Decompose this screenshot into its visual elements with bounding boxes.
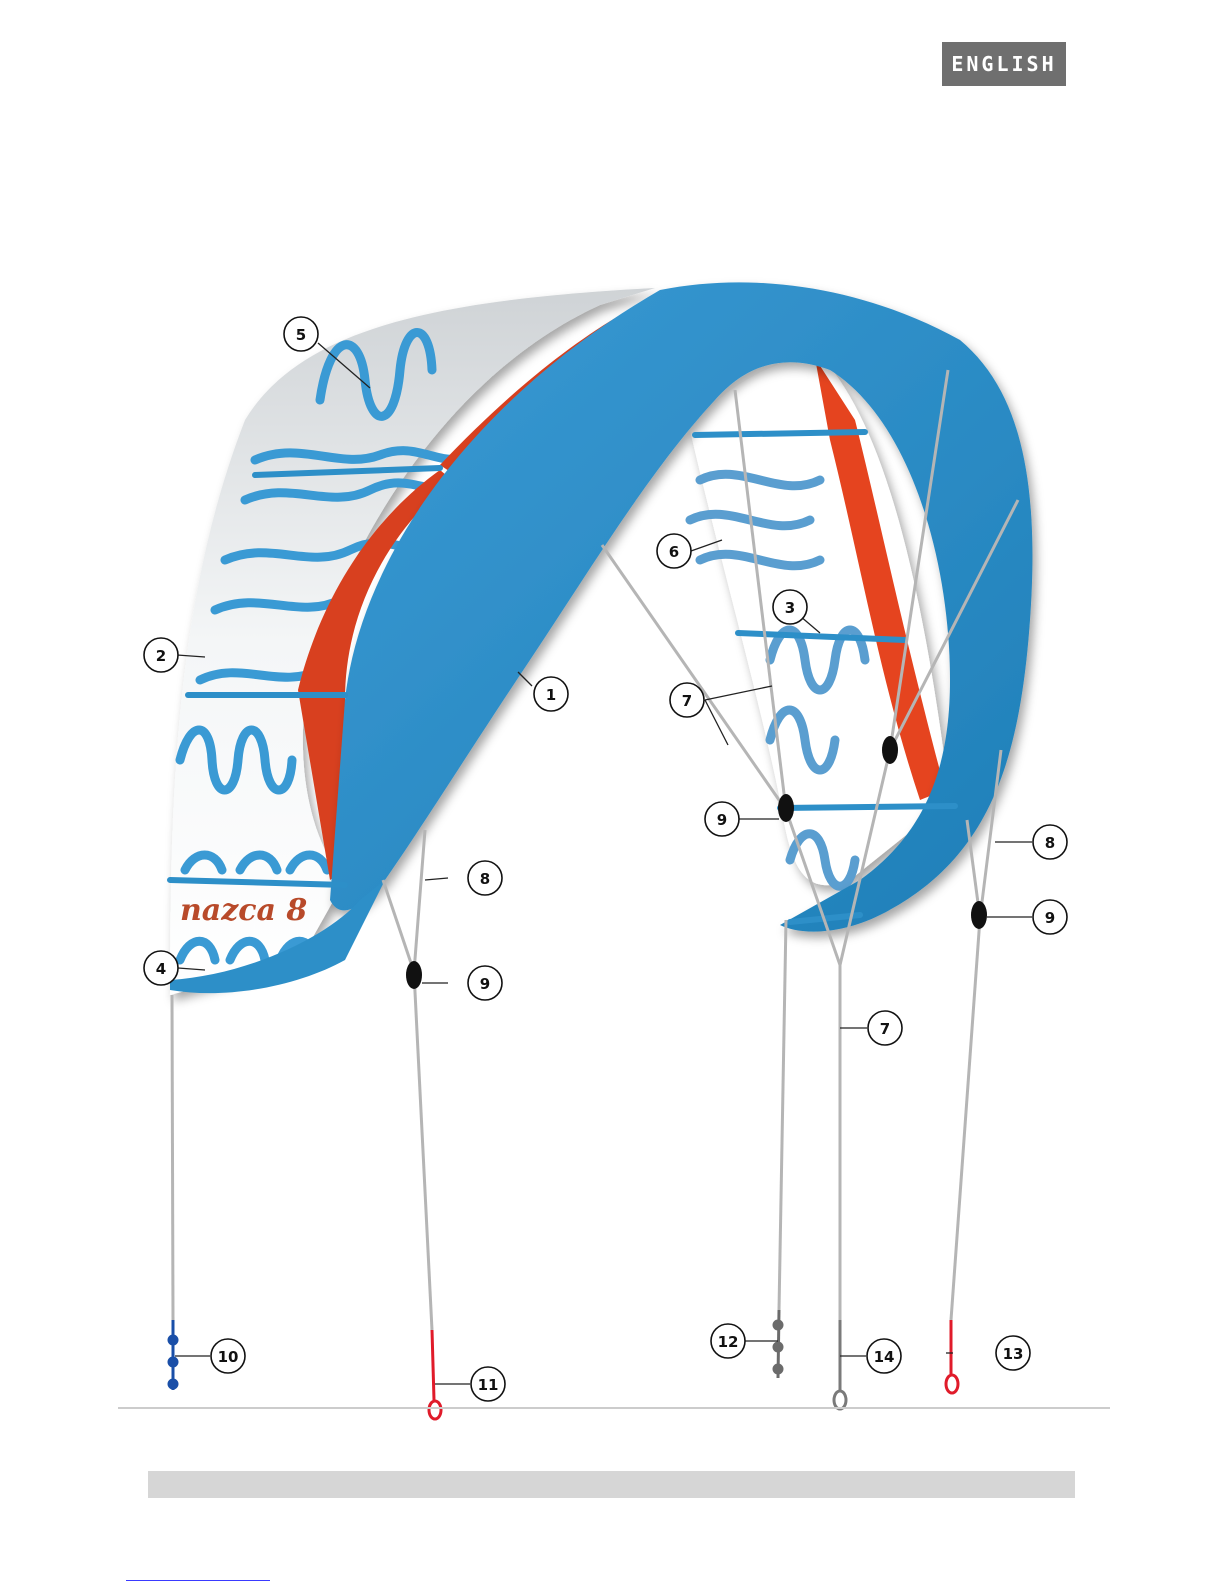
callout-5-label: 5: [296, 326, 306, 344]
pulley-left: [406, 961, 422, 989]
right-front-termination: [774, 1310, 782, 1378]
callout-10-label: 10: [218, 1348, 239, 1366]
callout-7b-label: 7: [880, 1020, 890, 1038]
callout-8b-label: 8: [1045, 834, 1055, 852]
callout-9a-label: 9: [480, 975, 490, 993]
callout-12-label: 12: [718, 1333, 739, 1351]
callout-6-label: 6: [669, 543, 679, 561]
callout-8a-label: 8: [480, 870, 490, 888]
callout-2-label: 2: [156, 647, 166, 665]
callout-14-label: 14: [874, 1348, 895, 1366]
ground-line: [118, 1407, 1110, 1409]
callout-11-label: 11: [478, 1376, 499, 1394]
callout-9c-label: 9: [1045, 909, 1055, 927]
callout-1-label: 1: [546, 686, 556, 704]
page-link-underline[interactable]: [126, 1580, 270, 1581]
callout-9b-label: 9: [717, 811, 727, 829]
callout-7a-label: 7: [682, 692, 692, 710]
pulley-center: [778, 794, 794, 822]
right-back-termination: [946, 1320, 958, 1393]
callout-3-label: 3: [785, 599, 795, 617]
callout-13-label: 13: [1003, 1345, 1024, 1363]
pulley-right: [971, 901, 987, 929]
left-front-termination: [169, 1320, 177, 1390]
footer-bar: [148, 1471, 1075, 1498]
left-back-termination: [429, 1330, 441, 1419]
callout-4-label: 4: [156, 960, 166, 978]
center-front-termination: [834, 1320, 846, 1409]
brand-logo: nazca 8: [180, 893, 307, 928]
pulley-center-right: [882, 736, 898, 764]
